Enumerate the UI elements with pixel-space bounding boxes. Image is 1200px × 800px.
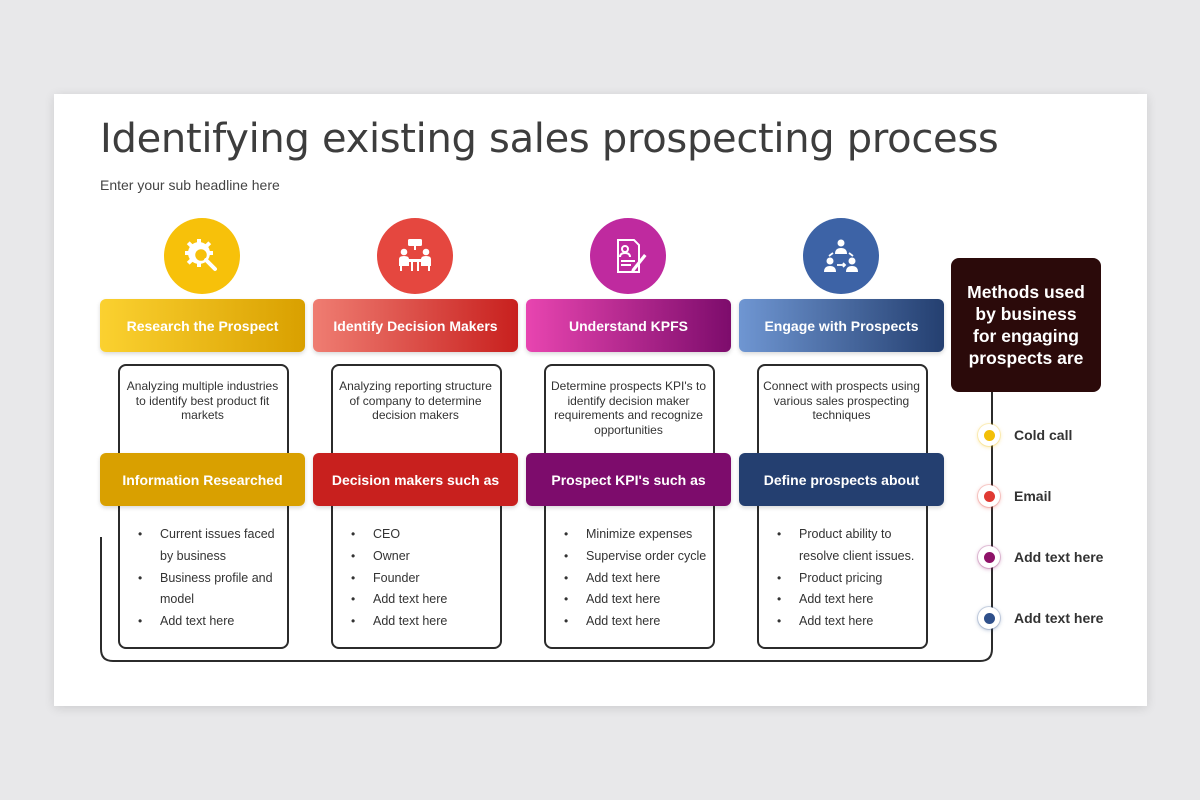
- decision-makers-icon-circle: [377, 218, 453, 294]
- step-description: Determine prospects KPI's to identify de…: [550, 379, 707, 437]
- step-subheader-decision-makers[interactable]: Decision makers such as: [313, 453, 518, 506]
- method-item-email: Email: [978, 483, 1051, 509]
- process-loop-line: [100, 392, 993, 662]
- list-item: Add text here: [343, 611, 501, 633]
- step-header-research[interactable]: Research the Prospect: [100, 299, 305, 352]
- method-dot-icon: [978, 546, 1000, 568]
- list-item: Add text here: [130, 611, 288, 633]
- method-item-3: Add text here: [978, 544, 1103, 570]
- list-item: Add text here: [556, 611, 714, 633]
- list-item: Product ability to resolve client issues…: [769, 524, 927, 568]
- method-label: Email: [1014, 488, 1052, 504]
- method-dot-icon: [978, 607, 1000, 629]
- method-item-cold-call: Cold call: [978, 422, 1072, 448]
- list-item: Founder: [343, 568, 501, 590]
- method-dot-icon: [978, 485, 1000, 507]
- list-item: Supervise order cycle: [556, 546, 714, 568]
- list-item: Add text here: [556, 589, 714, 611]
- method-label: Add text here: [1014, 610, 1104, 626]
- step-bullet-list: Minimize expenses Supervise order cycle …: [556, 524, 714, 633]
- methods-heading: Methods used by business for engaging pr…: [967, 282, 1085, 368]
- step-description: Analyzing multiple industries to identif…: [126, 379, 279, 423]
- list-item: Business profile and model: [130, 568, 288, 612]
- step-description: Analyzing reporting structure of company…: [339, 379, 492, 423]
- method-dot-icon: [978, 424, 1000, 446]
- gear-magnifier-icon: [185, 239, 217, 271]
- meeting-people-icon: [399, 239, 431, 271]
- method-label: Add text here: [1014, 549, 1104, 565]
- list-item: CEO: [343, 524, 501, 546]
- step-header-decision-makers[interactable]: Identify Decision Makers: [313, 299, 518, 352]
- list-item: Add text here: [769, 611, 927, 633]
- step-subheader-engage[interactable]: Define prospects about: [739, 453, 944, 506]
- method-item-4: Add text here: [978, 605, 1103, 631]
- method-label: Cold call: [1014, 427, 1073, 443]
- list-item: Product pricing: [769, 568, 927, 590]
- research-icon-circle: [164, 218, 240, 294]
- slide: Identifying existing sales prospecting p…: [54, 94, 1147, 706]
- methods-heading-box: Methods used by business for engaging pr…: [951, 258, 1101, 392]
- engage-icon-circle: [803, 218, 879, 294]
- kpfs-icon-circle: [590, 218, 666, 294]
- step-subheader-kpfs[interactable]: Prospect KPI's such as: [526, 453, 731, 506]
- team-engage-icon: [824, 239, 858, 272]
- step-bullet-list: CEO Owner Founder Add text here Add text…: [343, 524, 501, 633]
- list-item: Minimize expenses: [556, 524, 714, 546]
- list-item: Add text here: [343, 589, 501, 611]
- list-item: Add text here: [556, 568, 714, 590]
- step-subheader-research[interactable]: Information Researched: [100, 453, 305, 506]
- step-bullet-list: Product ability to resolve client issues…: [769, 524, 927, 633]
- list-item: Add text here: [769, 589, 927, 611]
- slide-title: Identifying existing sales prospecting p…: [100, 116, 999, 162]
- step-bullet-list: Current issues faced by business Busines…: [130, 524, 288, 633]
- list-item: Current issues faced by business: [130, 524, 288, 568]
- step-description: Connect with prospects using various sal…: [763, 379, 920, 423]
- slide-subtitle: Enter your sub headline here: [100, 177, 280, 193]
- step-header-kpfs[interactable]: Understand KPFS: [526, 299, 731, 352]
- step-header-engage[interactable]: Engage with Prospects: [739, 299, 944, 352]
- document-pen-icon: [617, 239, 647, 273]
- list-item: Owner: [343, 546, 501, 568]
